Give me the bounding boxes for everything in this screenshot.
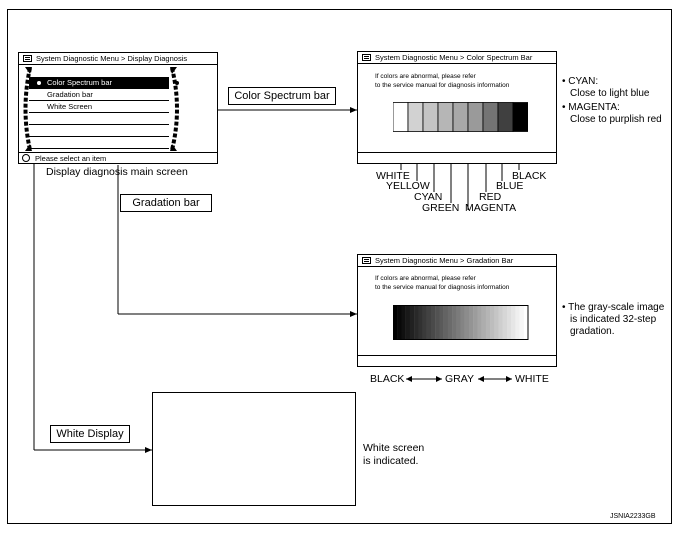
gradation-step bbox=[447, 305, 453, 340]
color-spectrum-bar bbox=[393, 102, 528, 132]
screen-icon bbox=[23, 55, 32, 62]
color-screen-title: System Diagnostic Menu > Color Spectrum … bbox=[358, 52, 556, 64]
gradation-bar bbox=[393, 305, 529, 340]
gradation-notes: • The gray-scale image is indicated 32-s… bbox=[562, 302, 665, 337]
color-screen-bottom-bar bbox=[358, 152, 556, 153]
color-label-blue: BLUE bbox=[496, 180, 524, 192]
magenta-note: • MAGENTA: bbox=[562, 102, 620, 113]
gradation-step bbox=[460, 305, 465, 340]
gradation-screen-bottom-bar bbox=[358, 355, 556, 356]
color-label-cyan: CYAN bbox=[414, 191, 443, 203]
right-scroll-arc bbox=[170, 67, 179, 151]
gradation-step bbox=[430, 305, 436, 340]
color-notes: • CYAN: Close to light blue • MAGENTA: C… bbox=[562, 76, 662, 125]
gradation-step bbox=[490, 305, 495, 340]
color-label-black: BLACK bbox=[512, 170, 547, 182]
color-spectrum-bar-label: Color Spectrum bar bbox=[228, 87, 336, 105]
gradation-screen: System Diagnostic Menu > Gradation Bar I… bbox=[357, 254, 557, 367]
scale-black: BLACK bbox=[370, 373, 405, 385]
figure-id: JSNIA2233GB bbox=[610, 513, 656, 520]
dial-icon bbox=[22, 154, 30, 162]
gradation-border bbox=[393, 305, 529, 340]
menu-item-empty bbox=[29, 113, 169, 125]
gradation-bar-label: Gradation bar bbox=[120, 194, 212, 212]
color-label-green: GREEN bbox=[422, 202, 460, 214]
color-label-red: RED bbox=[479, 191, 502, 203]
gradation-step bbox=[405, 305, 411, 340]
left-scroll-arc bbox=[23, 67, 32, 151]
gradation-step bbox=[477, 305, 482, 340]
white-screen-note: White screen is indicated. bbox=[363, 442, 425, 467]
gradation-step bbox=[506, 305, 512, 340]
color-spectrum-screen: System Diagnostic Menu > Color Spectrum … bbox=[357, 51, 557, 164]
main-screen: System Diagnostic Menu > Display Diagnos… bbox=[18, 52, 218, 164]
cyan-note: • CYAN: bbox=[562, 76, 599, 87]
gradation-step bbox=[422, 305, 427, 340]
gradation-step bbox=[443, 305, 449, 340]
gradation-step bbox=[426, 305, 432, 340]
white-display-label: White Display bbox=[50, 425, 130, 443]
main-screen-title: System Diagnostic Menu > Display Diagnos… bbox=[19, 53, 217, 65]
figure-frame bbox=[7, 9, 672, 524]
gradation-step bbox=[481, 305, 487, 340]
gradation-step bbox=[456, 305, 461, 340]
gradation-step bbox=[409, 305, 415, 340]
color-screen-message: If colors are abnormal, please refer to … bbox=[375, 73, 510, 89]
selected-bullet-icon bbox=[37, 81, 41, 85]
gradation-step bbox=[435, 305, 440, 340]
gradation-step bbox=[473, 305, 478, 340]
menu-item-empty bbox=[29, 125, 169, 137]
gradation-step bbox=[511, 305, 516, 340]
gradation-step bbox=[498, 305, 503, 340]
gradation-step bbox=[401, 305, 406, 340]
gradation-step bbox=[452, 305, 457, 340]
main-screen-footer: Please select an item bbox=[19, 152, 217, 163]
menu-item-gradation[interactable]: Gradation bar bbox=[29, 89, 169, 101]
scale-white: WHITE bbox=[515, 373, 549, 385]
gradation-step bbox=[418, 305, 423, 340]
gradation-step bbox=[468, 305, 474, 340]
main-screen-caption: Display diagnosis main screen bbox=[46, 166, 188, 178]
gradation-step bbox=[393, 305, 398, 340]
gradation-step bbox=[464, 305, 470, 340]
gradation-step bbox=[439, 305, 444, 340]
gradation-screen-message: If colors are abnormal, please refer to … bbox=[375, 275, 510, 291]
gradation-step bbox=[485, 305, 491, 340]
gradation-screen-title: System Diagnostic Menu > Gradation Bar bbox=[358, 255, 556, 267]
spectrum-swatch bbox=[512, 102, 528, 132]
screen-icon bbox=[362, 257, 371, 264]
white-screen bbox=[152, 392, 356, 506]
gradation-step bbox=[519, 305, 524, 340]
gradation-step bbox=[397, 305, 402, 340]
gradation-step bbox=[515, 305, 520, 340]
color-label-magenta: MAGENTA bbox=[465, 202, 517, 214]
screen-icon bbox=[362, 54, 371, 61]
color-label-white: WHITE bbox=[376, 170, 410, 182]
menu-item-empty bbox=[29, 137, 169, 149]
gradation-step bbox=[414, 305, 419, 340]
gradation-step bbox=[502, 305, 508, 340]
gradation-step bbox=[523, 305, 529, 340]
scale-gray: GRAY bbox=[445, 373, 474, 385]
menu-item-white-screen[interactable]: White Screen bbox=[29, 101, 169, 113]
color-label-yellow: YELLOW bbox=[386, 180, 430, 192]
gradation-step bbox=[494, 305, 499, 340]
menu-item-color-spectrum[interactable]: Color Spectrum bar bbox=[29, 77, 169, 89]
